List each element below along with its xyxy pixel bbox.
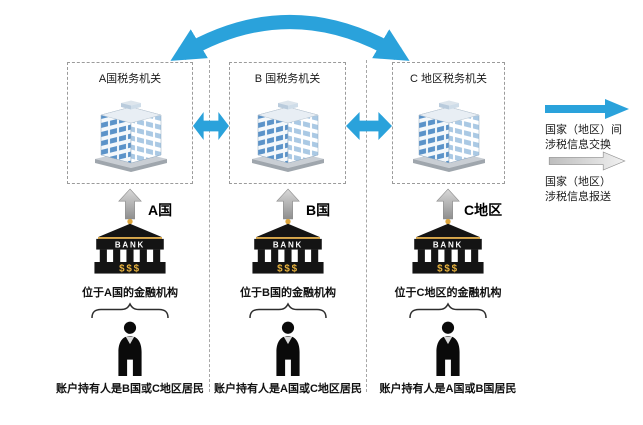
bank-dollars: $$$ bbox=[119, 263, 141, 274]
tax-authority-label-a: A国税务机关 bbox=[98, 73, 162, 85]
office-building-icon bbox=[413, 100, 485, 172]
group-brace-icon bbox=[249, 302, 327, 319]
legend-exchange-line2: 涉税信息交换 bbox=[545, 139, 611, 151]
legend-exchange-arrow-icon bbox=[545, 99, 629, 119]
tax-authority-box-c: C 地区税务机关 bbox=[392, 62, 505, 184]
bank-word: BANK bbox=[273, 240, 303, 249]
bank-icon: BANK $$$ bbox=[252, 218, 324, 274]
tax-authority-label-b: B 国税务机关 bbox=[254, 73, 321, 85]
legend-report-line2: 涉税信息报送 bbox=[545, 191, 611, 203]
office-building-icon bbox=[252, 100, 324, 172]
institution-label-a: 位于A国的金融机构 bbox=[82, 287, 178, 299]
account-holder-icon bbox=[118, 321, 142, 377]
office-building-icon bbox=[95, 100, 167, 172]
tax-authority-box-a: A国税务机关 bbox=[67, 62, 193, 184]
exchange-double-arrow-ab-icon bbox=[193, 112, 229, 140]
bank-dollars: $$$ bbox=[437, 263, 459, 274]
legend-report-label: 国家（地区） 涉税信息报送 bbox=[545, 175, 611, 205]
group-brace-icon bbox=[409, 302, 487, 319]
legend-exchange-label: 国家（地区）间 涉税信息交换 bbox=[545, 123, 622, 153]
legend-report-arrow-icon bbox=[548, 151, 626, 171]
bank-icon: BANK $$$ bbox=[94, 218, 166, 274]
region-label-c: C地区 bbox=[464, 202, 503, 218]
region-label-a: A国 bbox=[148, 202, 173, 218]
report-up-arrow-icon bbox=[276, 188, 300, 220]
bank-icon: BANK $$$ bbox=[412, 218, 484, 274]
account-holders-label-c: 账户持有人是A国或B国居民 bbox=[379, 383, 517, 395]
region-label-b: B国 bbox=[306, 202, 331, 218]
bank-word: BANK bbox=[115, 240, 145, 249]
account-holder-icon bbox=[436, 321, 460, 377]
account-holder-icon bbox=[276, 321, 300, 377]
legend-report-line1: 国家（地区） bbox=[545, 176, 611, 188]
institution-label-c: 位于C地区的金融机构 bbox=[394, 287, 502, 299]
bank-word: BANK bbox=[433, 240, 463, 249]
report-up-arrow-icon bbox=[436, 188, 460, 220]
institution-label-b: 位于B国的金融机构 bbox=[240, 287, 336, 299]
column-separator-1 bbox=[209, 60, 210, 392]
account-holders-label-a: 账户持有人是B国或C地区居民 bbox=[56, 383, 204, 395]
legend-exchange-line1: 国家（地区）间 bbox=[545, 124, 622, 136]
account-holders-label-b: 账户持有人是A国或C地区居民 bbox=[214, 383, 362, 395]
report-up-arrow-icon bbox=[118, 188, 142, 220]
tax-authority-label-c: C 地区税务机关 bbox=[410, 73, 487, 85]
bank-dollars: $$$ bbox=[277, 263, 299, 274]
column-separator-2 bbox=[366, 60, 367, 392]
tax-authority-box-b: B 国税务机关 bbox=[229, 62, 346, 184]
exchange-arc-arrow-icon bbox=[170, 15, 410, 61]
group-brace-icon bbox=[91, 302, 169, 319]
exchange-double-arrow-bc-icon bbox=[346, 112, 392, 140]
